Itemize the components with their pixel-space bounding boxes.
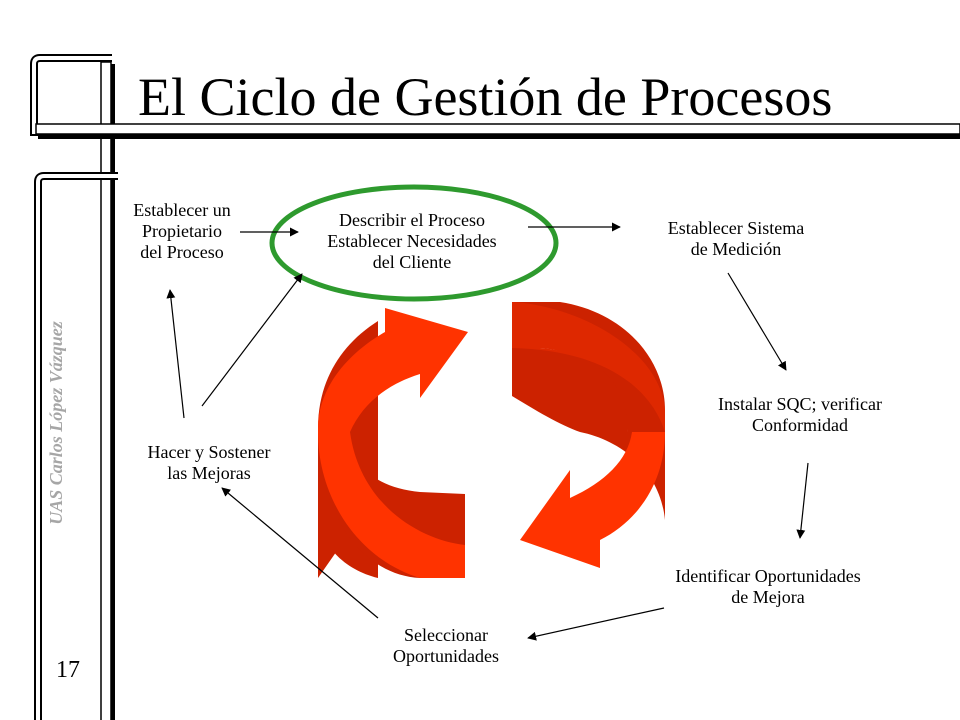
- node-hacer-sostener-mejoras: Hacer y Sostener las Mejoras: [124, 442, 294, 484]
- node-seleccionar-oportunidades: Seleccionar Oportunidades: [366, 625, 526, 667]
- node-line: Propietario: [142, 221, 222, 241]
- frame-horizontal-bar: [35, 123, 960, 139]
- node-line: de Mejora: [731, 587, 805, 607]
- node-line: Establecer Sistema: [667, 218, 805, 238]
- node-establecer-medicion: Establecer Sistema de Medición: [636, 218, 836, 260]
- node-line: Hacer y Sostener: [147, 442, 271, 462]
- node-line: de Medición: [690, 239, 782, 259]
- arrow-select-to-sustain: [221, 487, 379, 619]
- node-line: Identificar Oportunidades: [675, 566, 861, 586]
- highlight-ellipse: [269, 184, 559, 302]
- page-number: 17: [56, 657, 80, 683]
- node-line: las Mejoras: [167, 463, 251, 483]
- frame-vertical-bar: [100, 61, 115, 720]
- node-line: Establecer Necesidades: [327, 231, 497, 251]
- node-line: Describir el Proceso: [339, 210, 485, 230]
- node-line: del Proceso: [140, 242, 224, 262]
- arrow-measure-to-sqc: [727, 272, 787, 371]
- frame-top-block: [30, 54, 960, 136]
- arrow-sqc-to-identify: [796, 462, 809, 539]
- arrow-sustain-to-owner: [166, 289, 185, 419]
- node-line: Oportunidades: [393, 646, 499, 666]
- node-line: del Cliente: [372, 252, 452, 272]
- connector-arrows: [166, 222, 809, 641]
- node-describir-proceso: Describir el Proceso Establecer Necesida…: [304, 210, 520, 273]
- node-line: Conformidad: [752, 415, 848, 435]
- node-line: Instalar SQC; verificar: [718, 394, 882, 414]
- node-line: Establecer un: [133, 200, 231, 220]
- node-establecer-propietario: Establecer un Propietario del Proceso: [114, 200, 250, 263]
- arrow-sustain-to-describe: [201, 273, 303, 407]
- slide-title: El Ciclo de Gestión de Procesos: [138, 67, 833, 127]
- node-line: Seleccionar: [404, 625, 488, 645]
- node-instalar-sqc: Instalar SQC; verificar Conformidad: [686, 394, 914, 436]
- cycle-arrow-right: [512, 302, 665, 568]
- circular-arrows-icon: [318, 302, 665, 578]
- cycle-arrow-left: [318, 308, 468, 578]
- arrow-identify-to-select: [527, 607, 665, 641]
- node-identificar-oportunidades: Identificar Oportunidades de Mejora: [646, 566, 890, 608]
- frame-lower-left-bar: [34, 172, 118, 720]
